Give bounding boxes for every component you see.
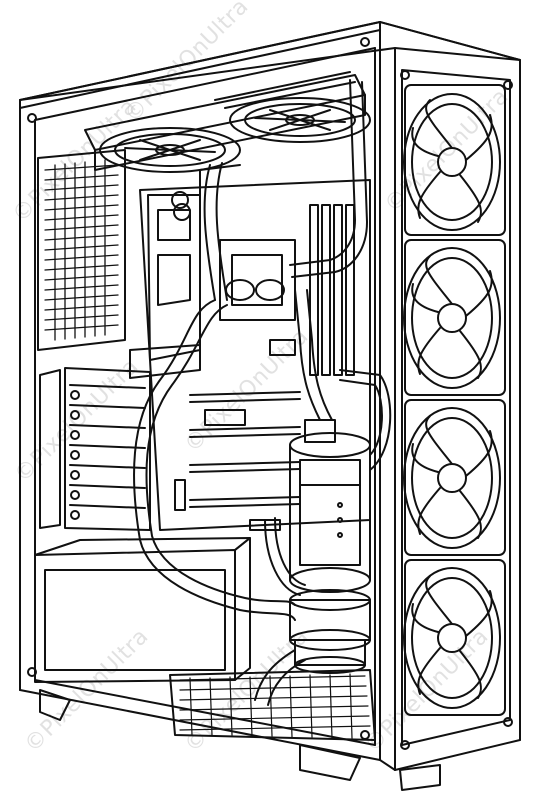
screw-icon — [360, 37, 370, 47]
cooling-tubes — [133, 79, 392, 706]
screw-icon — [27, 113, 37, 123]
screw-icon — [360, 730, 370, 740]
reservoir-pump — [289, 419, 371, 674]
fan-icon — [403, 559, 506, 716]
bottom-grille — [169, 669, 376, 741]
fan-icon — [229, 97, 371, 143]
fan-icon — [99, 127, 241, 173]
front-fan-panel — [401, 69, 511, 746]
fan-icon — [403, 399, 506, 556]
shroud-strip — [129, 344, 201, 379]
cable-routing — [199, 164, 306, 596]
power-supply — [34, 537, 251, 683]
motherboard — [139, 179, 371, 531]
expansion-slots — [39, 367, 151, 531]
top-radiator — [84, 71, 371, 173]
screw-icon — [503, 80, 513, 90]
ram-slots — [309, 204, 355, 376]
rear-mesh-vent — [37, 149, 126, 351]
case-shell — [19, 21, 521, 791]
fan-icon — [403, 84, 506, 236]
fan-icon — [403, 239, 506, 396]
